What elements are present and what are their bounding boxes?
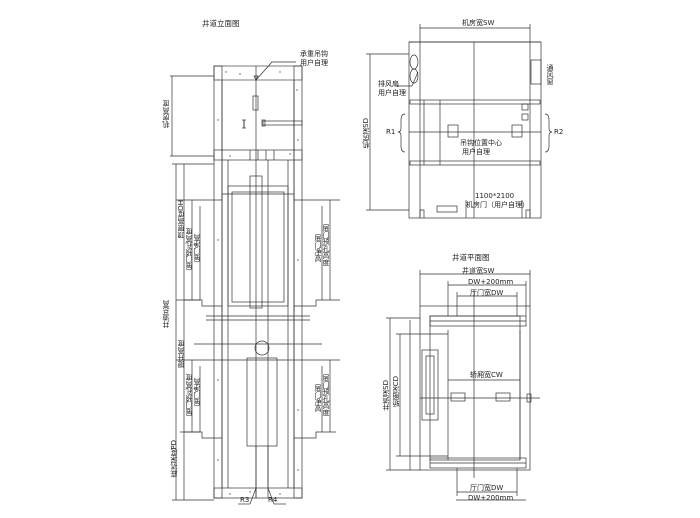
top-door-hole-label: DW+200mm xyxy=(468,278,514,286)
reaction-r2: R2 xyxy=(554,128,564,136)
machine-room-width-label: 机房宽SW xyxy=(462,19,495,27)
shaft-depth-label: 井道深SD xyxy=(382,380,390,411)
fan-note-line2: 用户自理 xyxy=(378,89,406,97)
machine-room-door-size: 1100*2100 xyxy=(475,192,515,200)
machine-room-plan-drawing xyxy=(366,24,553,219)
hook-note-line2: 用户自理 xyxy=(300,59,328,67)
upper-left-hole-height: 层门预孔高度 xyxy=(185,228,193,270)
top-height-label: 顶层高度OH xyxy=(177,200,185,239)
upper-left-door-height: 层门净高 xyxy=(193,234,201,262)
bottom-door-hole-label: DW+200mm xyxy=(468,494,514,502)
hook-note-line1: 承重吊钩 xyxy=(300,50,328,58)
car-depth-label: 轿厢深CD xyxy=(392,376,400,408)
reaction-r4: R4 xyxy=(268,496,278,504)
hook-center-line1: 吊钩位置中心 xyxy=(460,139,502,147)
lower-left-hole-height: 层门预孔高度 xyxy=(185,374,193,416)
lower-right-hole-height: 层门预孔高度 xyxy=(322,374,330,416)
top-door-width-label: 厅门宽DW xyxy=(470,289,504,297)
hook-center-line2: 用户自理 xyxy=(462,148,490,156)
travel-height-label: 提升高度 xyxy=(177,340,185,368)
shaft-elevation-drawing xyxy=(170,61,340,505)
vent-label: 通风窗 xyxy=(546,64,554,85)
lower-left-door-height: 层门净高 xyxy=(193,378,201,406)
lower-right-door-height: 层门净高 xyxy=(314,384,322,412)
upper-right-door-height: 层门净高 xyxy=(314,234,322,262)
shaft-width-label: 井道宽SW xyxy=(462,267,495,275)
shaft-plan-drawing xyxy=(386,270,540,501)
car-width-label: 轿厢宽CW xyxy=(470,371,503,379)
elevation-title: 井道立面图 xyxy=(202,19,240,28)
machine-room-door-label: 机房门（用户自理） xyxy=(466,201,529,209)
machine-room-depth-label: 机房深SD xyxy=(362,118,370,149)
reaction-r3: R3 xyxy=(240,496,250,504)
bottom-door-width-label: 厅门宽DW xyxy=(470,484,504,492)
pit-depth-label: 底坑深度PD xyxy=(170,440,178,478)
shaft-plan-title: 井道平面图 xyxy=(452,253,490,262)
reaction-r1: R1 xyxy=(386,128,396,136)
upper-right-hole-height: 层门预孔高度 xyxy=(322,224,330,266)
machine-room-height-label: 机房高度 xyxy=(162,100,170,128)
shaft-total-height-label: 井道总高 xyxy=(162,300,170,328)
fan-note-line1: 排风扇 xyxy=(378,80,399,88)
